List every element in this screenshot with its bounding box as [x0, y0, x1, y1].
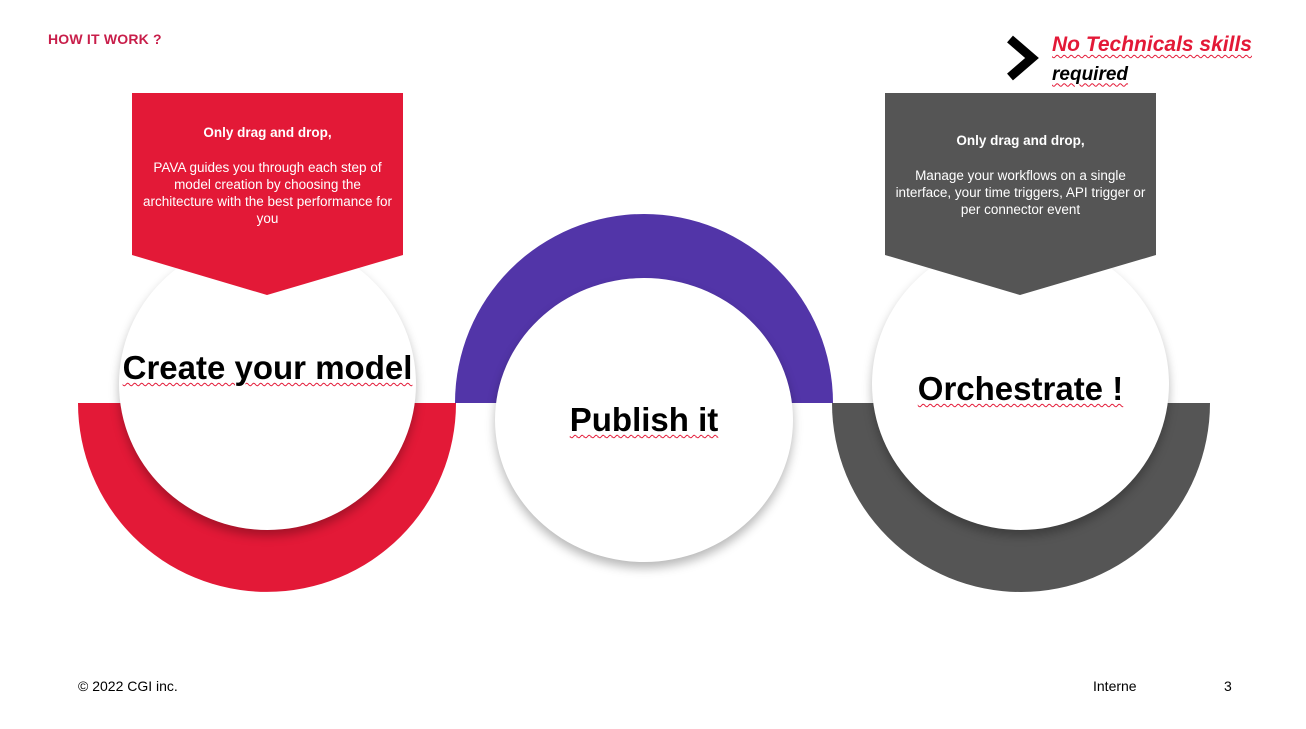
step-label-create: Create your model: [122, 349, 413, 386]
callout-create-body: PAVA guides you through each step of mod…: [142, 159, 393, 226]
callout-orchestrate: Only drag and drop, Manage your workflow…: [885, 93, 1156, 298]
step-label-publish: Publish it: [569, 401, 719, 438]
page-number: 3: [1224, 678, 1232, 694]
slide-title: HOW IT WORK ?: [48, 31, 162, 47]
step-label-orchestrate: Orchestrate !: [917, 370, 1124, 407]
callout-create-shape: [132, 93, 403, 295]
tagline-suffix: required: [1052, 63, 1129, 85]
tagline-text: No Technicals skills: [1052, 33, 1252, 56]
footer-classification: Interne: [1093, 678, 1137, 694]
chevron-right-icon: [1007, 35, 1039, 81]
callout-orchestrate-highlight: Only drag and drop,: [956, 133, 1085, 148]
tagline: No Technicals skills required: [1052, 29, 1252, 86]
footer-copyright: © 2022 CGI inc.: [78, 678, 178, 694]
callout-create-highlight: Only drag and drop,: [203, 125, 332, 140]
callout-orchestrate-shape: [885, 93, 1156, 295]
callout-orchestrate-body: Manage your workflows on a single interf…: [895, 167, 1146, 217]
callout-create: Only drag and drop, PAVA guides you thro…: [132, 93, 403, 298]
step-circle-publish: Publish it: [495, 278, 793, 562]
